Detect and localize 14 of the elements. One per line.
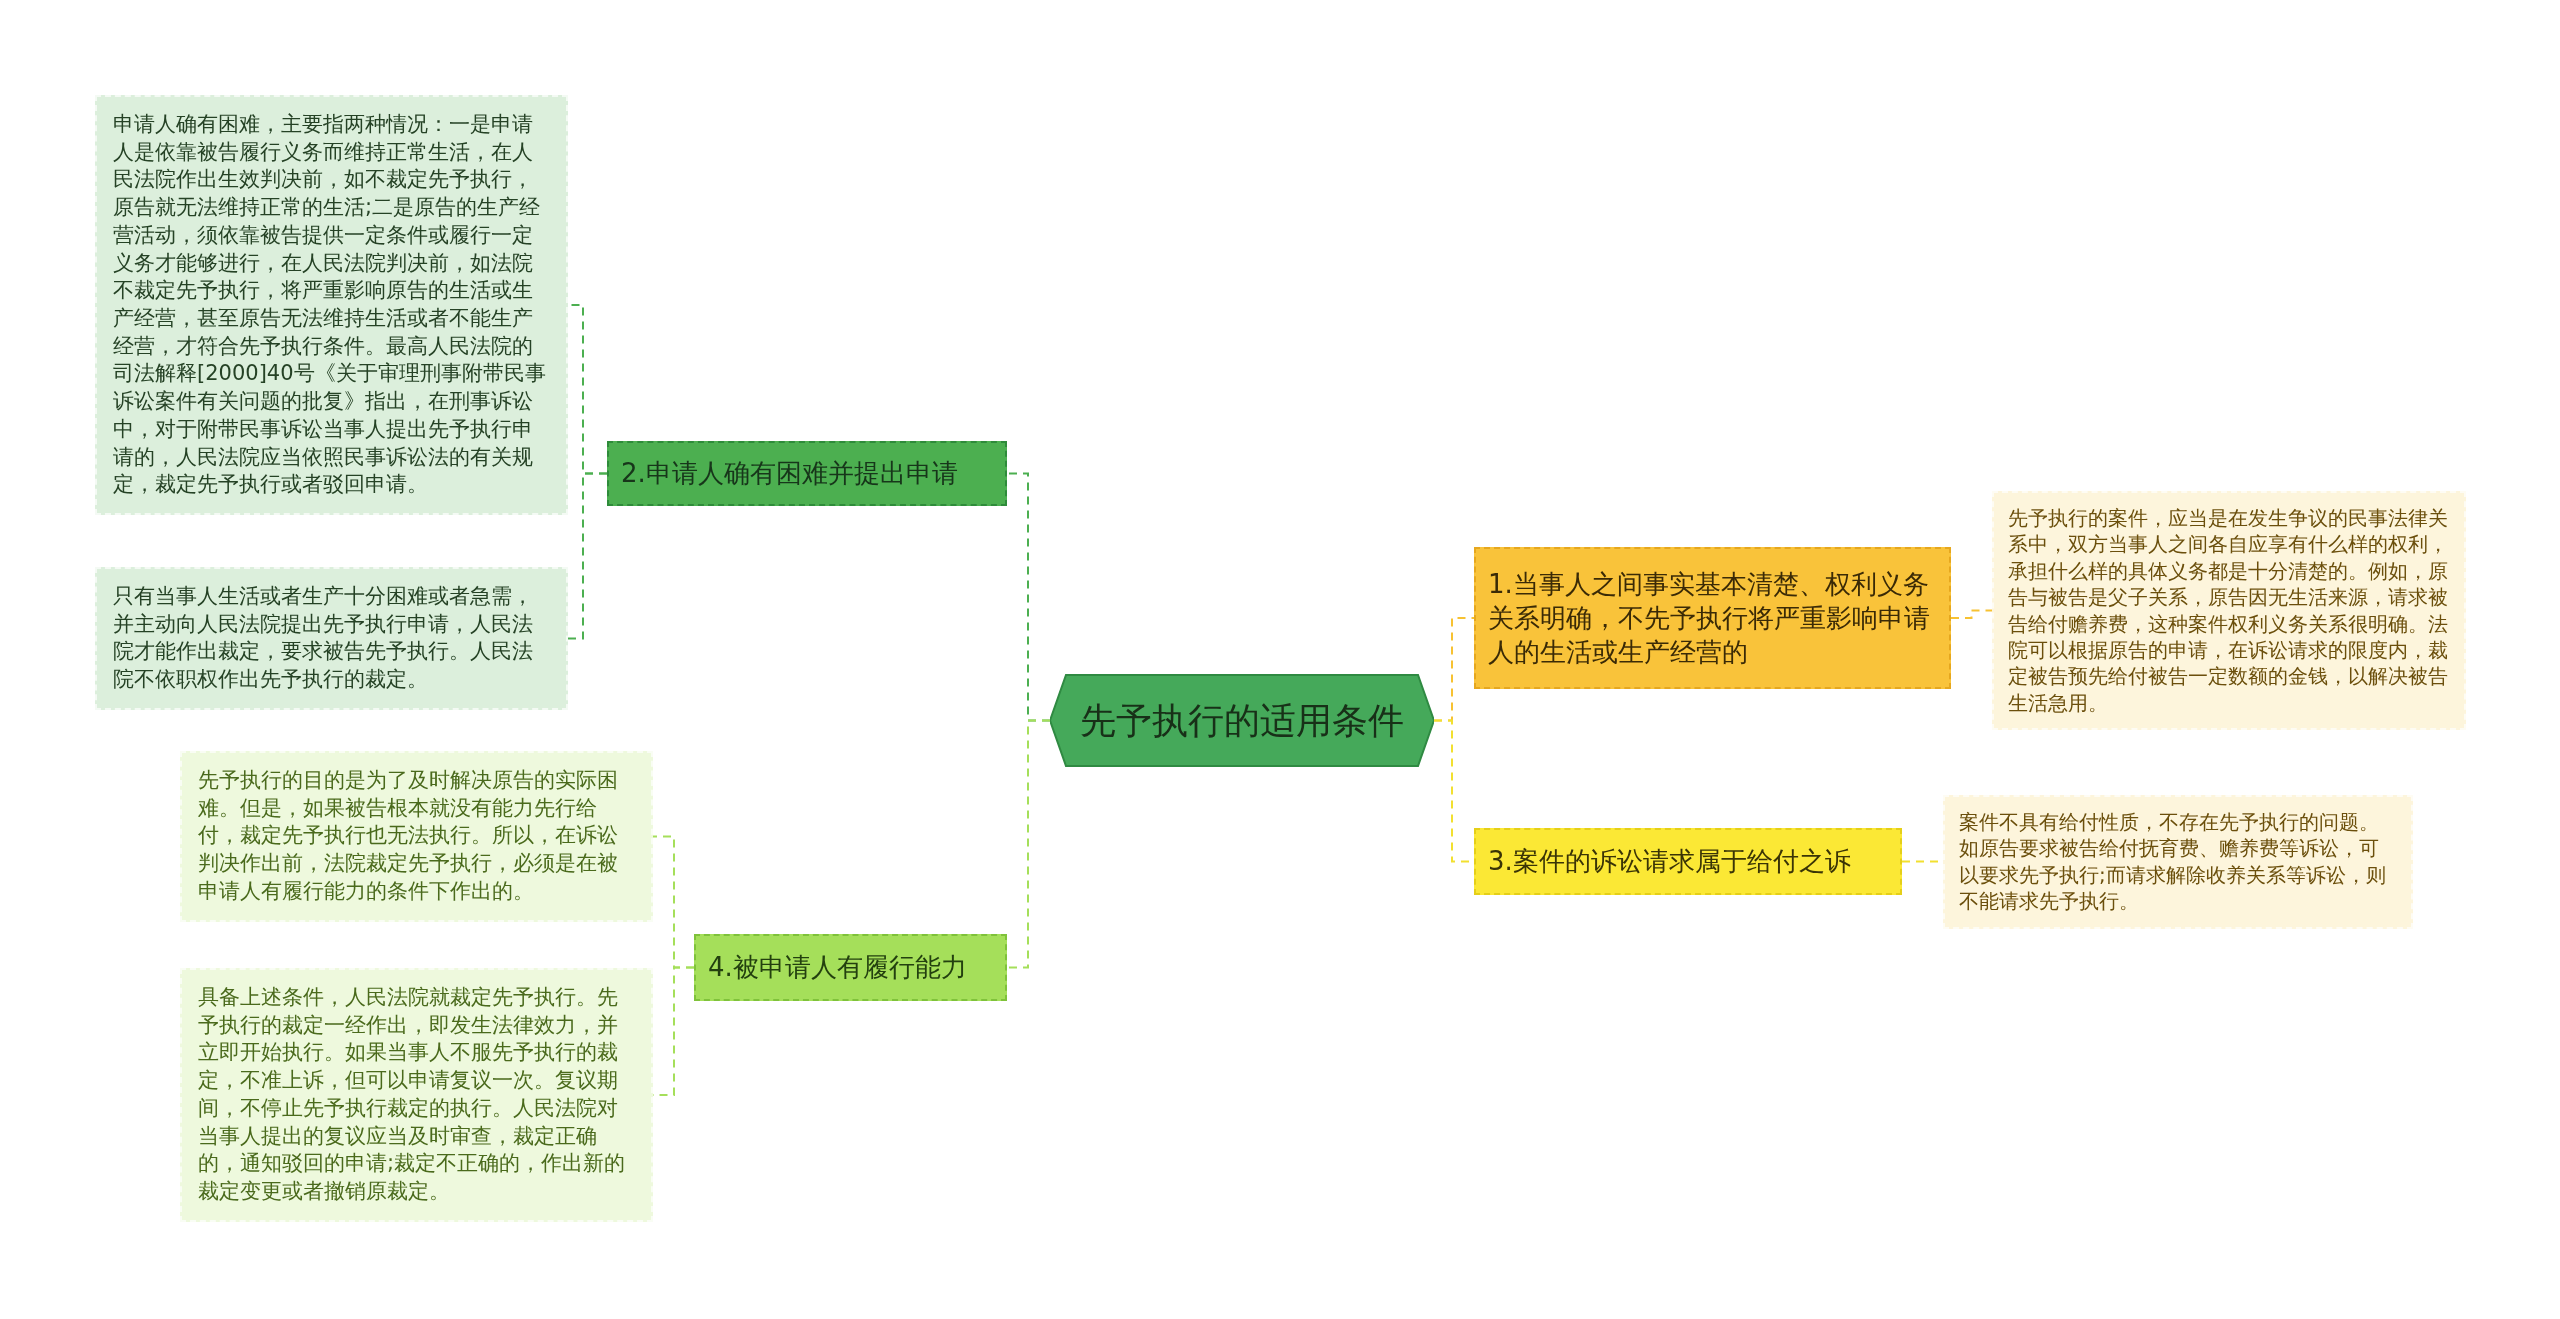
note-box: 申请人确有困难，主要指两种情况：一是申请人是依靠被告履行义务而维持正常生活，在人民法院作出生效判决前，如不裁定先予执行，原告就无法维持正常的生活;二是原告的生产经营活动，须依靠被告提供一定条件或履行一定义务才能够进行，在人民法院判决前，如法院不裁定先予执行，将严重影响原告的生活或生产经营，甚至原告无法维持生活或者不能生产经营，才符合先予执行条件。最高人民法院的司法解释[2000]40号《关于审理刑事附带民事诉讼案件有关问题的批复》指出，在刑事诉讼中，对于附带民事诉讼当事人提出先予执行申请的，人民法院应当依照民事诉讼法的有关规定，裁定先予执行或者驳回申请。 [95,95,568,516]
connector-line [1006,719,1051,969]
connector-line [1950,609,1993,619]
note-box: 具备上述条件，人民法院就裁定先予执行。先予执行的裁定一经作出，即发生法律效力，并立即开始执行。如果当事人不服先予执行的裁定，不准上诉，但可以申请复议一次。复议期间，不停止先予执行裁定的执行。人民法院对当事人提出的复议应当及时审查，裁定正确的，通知驳回的申请;裁定不正确的，作出新的裁定变更或者撤销原裁定。 [180,968,653,1222]
note-box: 只有当事人生活或者生产十分困难或者急需，并主动向人民法院提出先予执行申请，人民法院才能作出裁定，要求被告先予执行。人民法院不依职权作出先予执行的裁定。 [95,567,568,710]
connector-line [567,472,608,640]
topic-box: 2.申请人确有困难并提出申请 [607,441,1007,506]
topic-box: 4.被申请人有履行能力 [694,934,1007,1001]
topic-box: 1.当事人之间事实基本清楚、权利义务关系明确，不先予执行将严重影响申请人的生活或生产经营的 [1474,547,1951,689]
note-box: 案件不具有给付性质，不存在先予执行的问题。如原告要求被告给付抚育费、赡养费等诉讼，可以要求先予执行;而请求解除收养关系等诉讼，则不能请求先予执行。 [1943,795,2413,929]
note-box: 先予执行的案件，应当是在发生争议的民事法律关系中，双方当事人之间各自应享有什么样的权利，承担什么样的具体义务都是十分清楚的。例如，原告与被告是父子关系，原告因无生活来源，请求被告给付赡养费，这种案件权利义务关系很明确。法院可以根据原告的申请，在诉讼请求的限度内，裁定被告预先给付被告一定数额的金钱，以解决被告生活急用。 [1992,491,2466,731]
note-box: 先予执行的目的是为了及时解决原告的实际困难。但是，如果被告根本就没有能力先行给付，裁定先予执行也无法执行。所以，在诉讼判决作出前，法院裁定先予执行，必须是在被申请人有履行能力的条件下作出的。 [180,751,653,922]
topic-box: 3.案件的诉讼请求属于给付之诉 [1474,828,1902,895]
central-topic: 先予执行的适用条件 [1050,674,1434,767]
